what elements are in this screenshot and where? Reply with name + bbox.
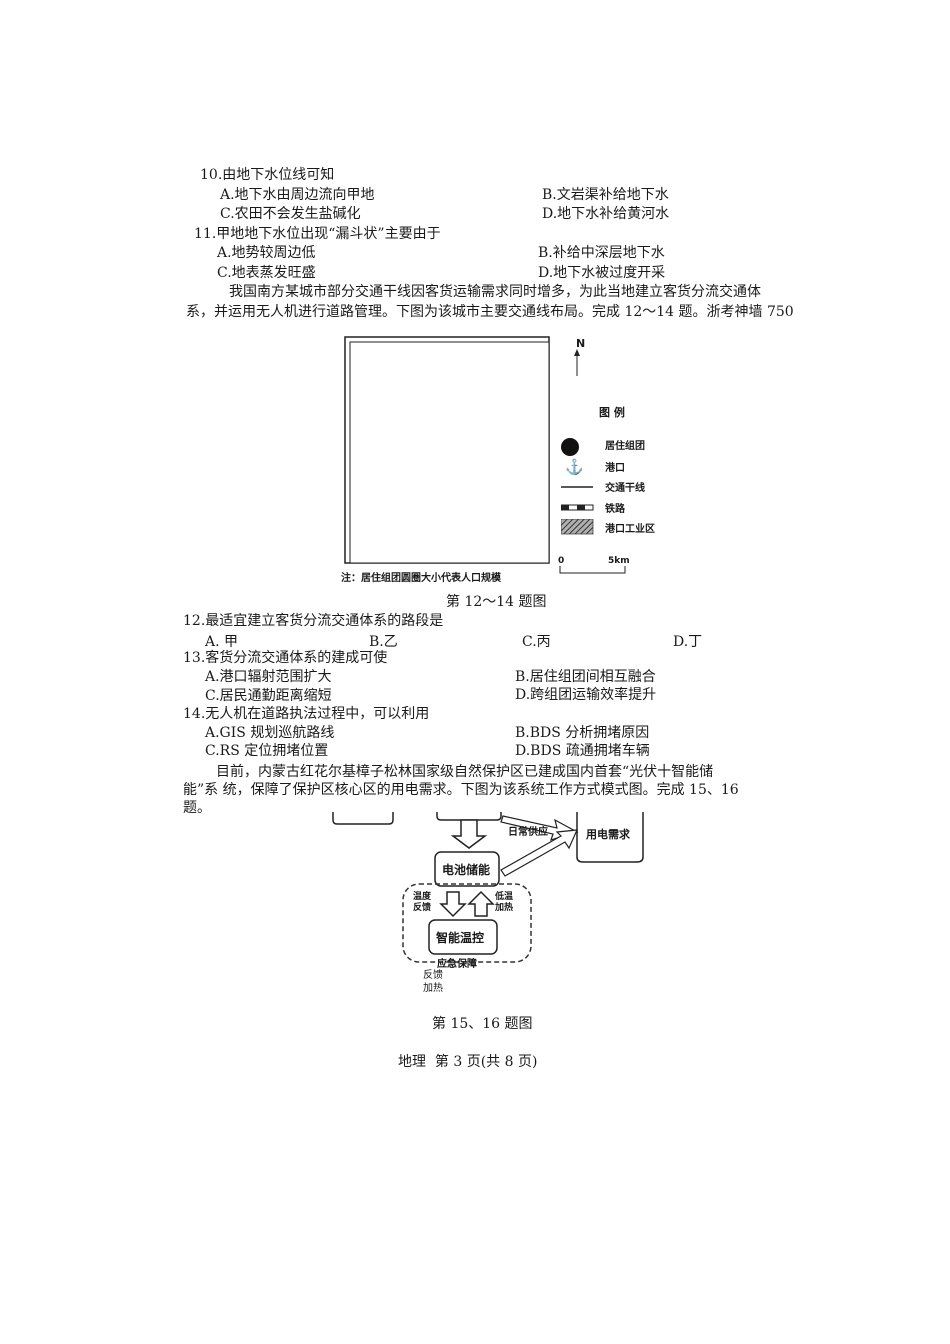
q10-option-a: A.地下水由周边流向甲地: [220, 187, 375, 203]
intro-15-16-line3: 题。: [183, 800, 211, 816]
q14-option-b: B.BDS 分析拥堵原因: [515, 725, 650, 741]
q14-stem: 14.无人机在道路执法过程中，可以利用: [183, 706, 430, 722]
north-arrow-icon: [574, 349, 580, 376]
scale-start: 0: [558, 556, 565, 566]
energy-system-diagram: 日常供应 用电需求 电池储能 温度 反馈 低温 加热 智能温控 应急保障 反馈 …: [325, 812, 655, 1012]
intro-15-16-line1: 目前，内蒙古红花尔基樟子松林国家级自然保护区已建成国内首套“光伏十智能储: [216, 764, 714, 780]
feedback-heating-label-2: 加热: [423, 983, 443, 994]
q11-stem: 11.甲地地下水位出现“漏斗状”主要由于: [194, 226, 441, 242]
q12-stem: 12.最适宜建立客货分流交通体系的路段是: [183, 613, 444, 629]
temp-feedback-label-2: 反馈: [413, 903, 432, 913]
q13-option-a: A.港口辐射范围扩大: [205, 669, 332, 685]
map-caption: 第 12～14 题图: [446, 594, 547, 610]
q11-option-a: A.地势较周边低: [217, 245, 316, 261]
map-note: 注：居住组团圆圈大小代表人口规模: [341, 573, 501, 584]
emergency-guarantee-label: 应急保障: [437, 959, 477, 970]
q11-option-c: C.地表蒸发旺盛: [217, 265, 316, 281]
q10-stem: 10.由地下水位线可知: [200, 167, 335, 183]
map-legend: N 图 例 居住组团 ⚓ 港口 交通干线 铁路 港口工业区 0 5km: [555, 330, 675, 590]
railway-line-icon: [561, 504, 594, 511]
low-temp-heating-label-1: 低温: [495, 892, 514, 902]
legend-residential: 居住组团: [605, 441, 645, 452]
intro-12-14-line1: 我国南方某城市部分交通干线因客货运输需求同时增多，为此当地建立客货分流交通体: [229, 284, 761, 300]
power-demand-label: 用电需求: [586, 828, 630, 841]
q11-option-b: B.补给中深层地下水: [538, 245, 665, 261]
q10-option-d: D.地下水补给黄河水: [542, 206, 670, 222]
q14-option-a: A.GIS 规划巡航路线: [205, 725, 335, 741]
intro-12-14-line2: 系，并运用无人机进行道路管理。下图为该城市主要交通线布局。完成 12～14 题。…: [186, 304, 794, 320]
legend-railway: 铁路: [605, 504, 625, 515]
scale-bar: [559, 566, 626, 574]
trunk-road-line-icon: [561, 486, 593, 488]
q12-option-a: A. 甲: [205, 634, 239, 650]
smart-temp-control-label: 智能温控: [436, 931, 485, 945]
map-inner-border: [349, 341, 550, 564]
q11-option-d: D.地下水被过度开采: [538, 265, 666, 281]
north-label: N: [576, 337, 586, 350]
q12-option-c: C.丙: [522, 634, 551, 650]
q14-option-c: C.RS 定位拥堵位置: [205, 743, 329, 759]
feedback-heating-label-1: 反馈: [423, 970, 443, 981]
legend-trunk-road: 交通干线: [605, 483, 645, 494]
q14-option-d: D.BDS 疏通拥堵车辆: [515, 743, 650, 759]
q12-option-d: D.丁: [673, 634, 703, 650]
daily-supply-label: 日常供应: [508, 827, 548, 838]
scale-end: 5km: [608, 556, 630, 566]
intro-15-16-line2: 能”系 统，保障了保护区核心区的用电需求。下图为该系统工作方式模式图。完成 15…: [183, 782, 739, 798]
q12-option-b: B.乙: [369, 634, 398, 650]
q10-option-c: C.农田不会发生盐碱化: [220, 206, 361, 222]
temp-feedback-label-1: 温度: [413, 892, 432, 902]
battery-storage-label: 电池储能: [442, 863, 491, 877]
page-footer: 地理 第 3 页(共 8 页): [398, 1054, 538, 1070]
legend-title: 图 例: [599, 406, 625, 419]
q10-option-b: B.文岩渠补给地下水: [542, 187, 669, 203]
q13-stem: 13.客货分流交通体系的建成可使: [183, 650, 388, 666]
port-industrial-area-icon: [561, 519, 594, 535]
low-temp-heating-label-2: 加热: [495, 903, 514, 913]
q13-option-b: B.居住组团间相互融合: [515, 669, 656, 685]
legend-port: 港口: [605, 463, 625, 474]
legend-port-industrial: 港口工业区: [605, 524, 655, 535]
city-traffic-map: [342, 335, 554, 571]
residential-cluster-icon: [561, 438, 579, 456]
q13-option-d: D.跨组团运输效率提升: [515, 687, 657, 703]
anchor-icon: ⚓: [565, 458, 584, 476]
diagram-caption: 第 15、16 题图: [432, 1016, 533, 1032]
q13-option-c: C.居民通勤距离缩短: [205, 688, 332, 704]
